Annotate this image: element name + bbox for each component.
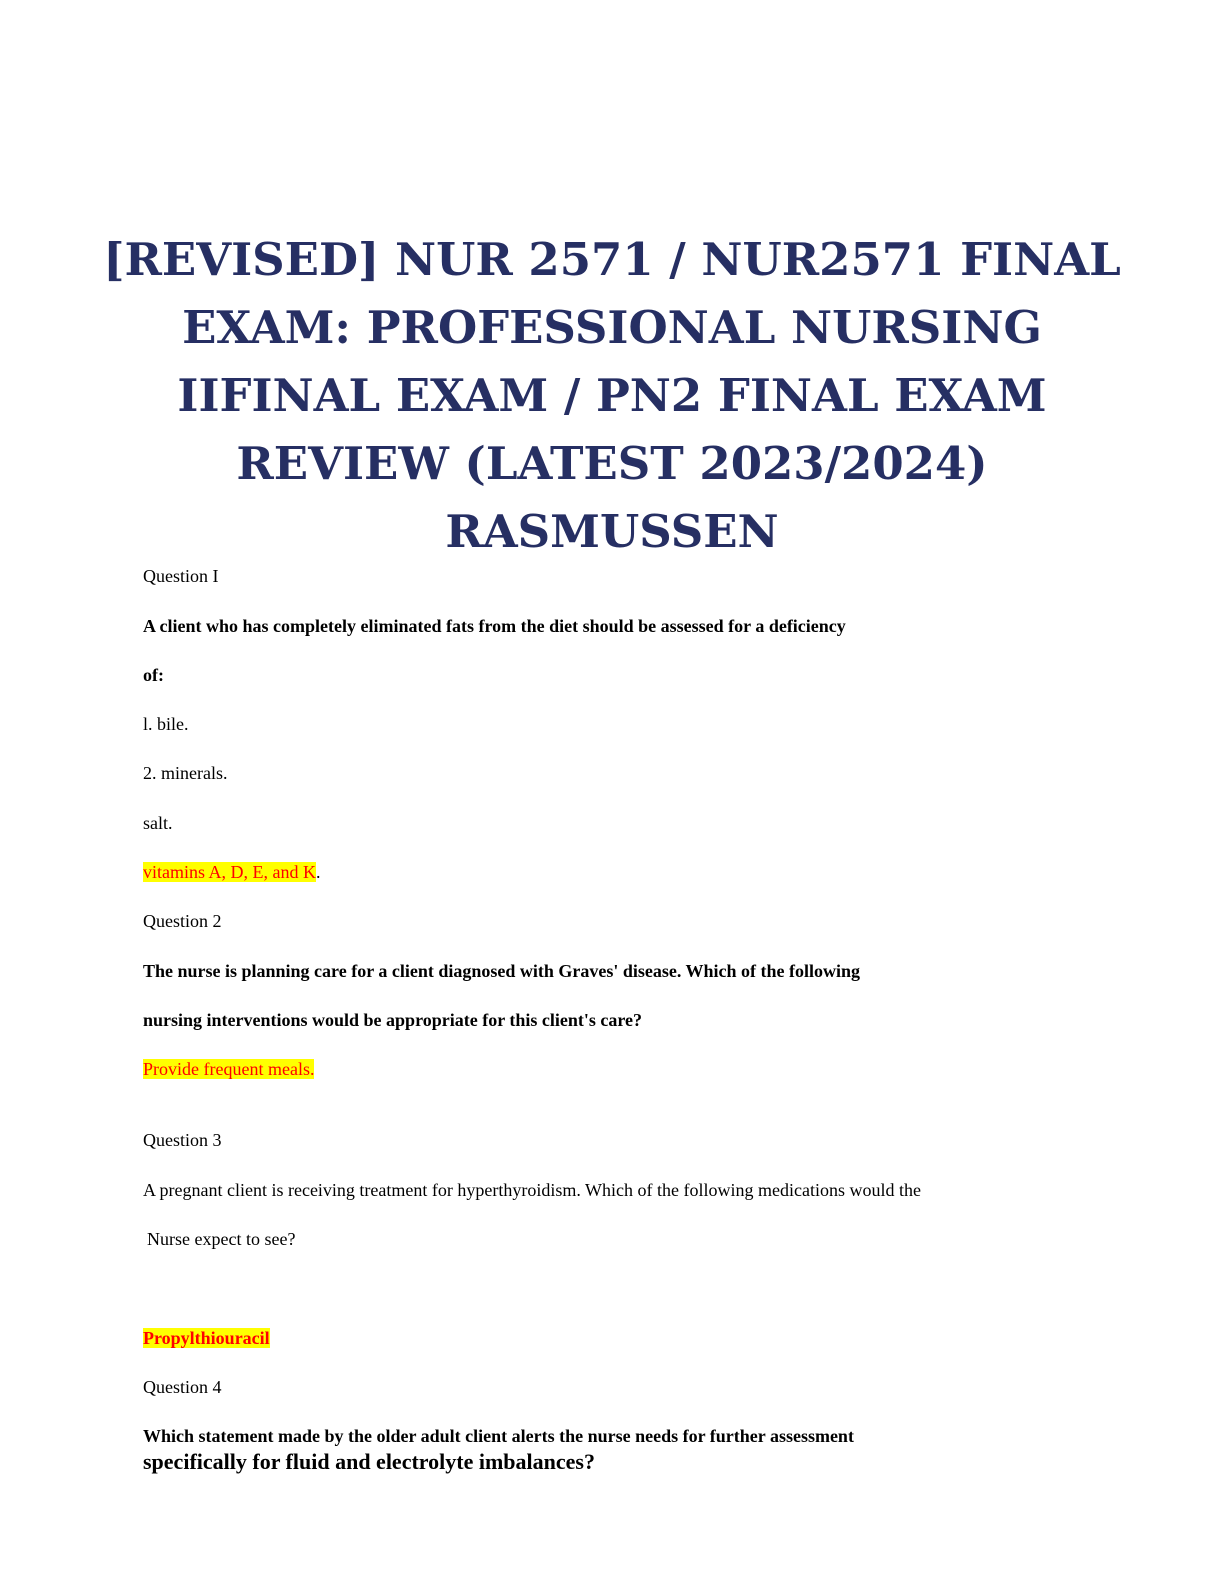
question-3-answer: Propylthiouracil <box>143 1328 270 1348</box>
question-1-option-1: l. bile. <box>143 714 189 734</box>
question-1-option-3: salt. <box>143 813 173 833</box>
question-4-stem-line-2: specifically for fluid and electrolyte i… <box>143 1449 595 1474</box>
question-2-answer-line: Provide frequent meals. <box>143 1058 315 1080</box>
question-4-stem-line-1: Which statement made by the older adult … <box>143 1426 854 1446</box>
document-title: [REVISED] NUR 2571 / NUR2571 FINAL EXAM:… <box>103 233 1121 558</box>
question-3-answer-line: Propylthiouracil <box>143 1327 270 1349</box>
question-1-stem-line-1: A client who has completely eliminated f… <box>143 616 846 636</box>
question-1-stem-line-2: of: <box>143 665 164 685</box>
question-1-label: Question I <box>143 566 219 586</box>
question-3-label: Question 3 <box>143 1130 222 1150</box>
question-2-stem-line-2: nursing interventions would be appropria… <box>143 1010 643 1030</box>
question-3-stem-line-2: Nurse expect to see? <box>147 1229 296 1249</box>
question-1-answer-line: vitamins A, D, E, and K. <box>143 861 321 883</box>
question-2-answer: Provide frequent meals. <box>143 1059 315 1079</box>
question-2-label: Question 2 <box>143 911 222 931</box>
question-3-stem-line-1: A pregnant client is receiving treatment… <box>143 1180 921 1200</box>
question-1-answer-suffix: . <box>316 862 321 882</box>
question-1-answer: vitamins A, D, E, and K <box>143 862 316 882</box>
question-1-option-2: 2. minerals. <box>143 763 228 783</box>
question-2-stem-line-1: The nurse is planning care for a client … <box>143 961 861 981</box>
question-4-label: Question 4 <box>143 1377 222 1397</box>
